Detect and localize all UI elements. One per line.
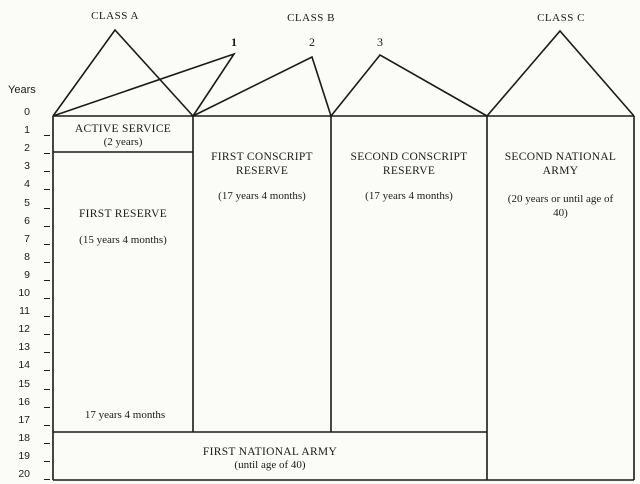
year-tick-7 <box>44 243 50 245</box>
second-national-duration: (20 years or until age of 40) <box>487 192 634 220</box>
year-label-2: 2 <box>24 142 30 155</box>
second-national-title-text: SECOND NATIONAL ARMY <box>504 151 617 177</box>
year-label-18: 18 <box>18 431 30 444</box>
class-b-wedge-3 <box>330 53 488 117</box>
first-conscript-duration: (17 years 4 months) <box>218 190 306 202</box>
subclass-1-label: 1 <box>231 35 237 49</box>
first-conscript-title: FIRST CONSCRIPT RESERVE <box>193 150 331 178</box>
class-c-label: CLASS C <box>537 12 585 24</box>
year-tick-14 <box>44 370 50 372</box>
second-national-title: SECOND NATIONAL ARMY <box>487 150 634 178</box>
second-conscript-title-text: SECOND CONSCRIPT RESERVE <box>350 151 468 177</box>
year-label-7: 7 <box>24 232 30 245</box>
first-reserve-title: FIRST RESERVE <box>78 208 168 220</box>
year-tick-20 <box>44 479 50 480</box>
class-b-label: CLASS B <box>287 12 335 24</box>
first-conscript-title-text: FIRST CONSCRIPT RESERVE <box>211 151 313 177</box>
year-tick-15 <box>44 388 50 390</box>
class-b-wedge-2 <box>192 55 332 117</box>
year-label-5: 5 <box>24 196 30 209</box>
first-reserve-duration: (15 years 4 months) <box>79 234 167 246</box>
year-label-9: 9 <box>24 268 30 281</box>
year-tick-6 <box>44 225 50 227</box>
year-label-0: 0 <box>24 106 30 118</box>
class-a-label: CLASS A <box>91 10 139 22</box>
year-label-6: 6 <box>24 214 30 227</box>
subclass-3-label: 3 <box>377 35 383 49</box>
year-tick-18 <box>44 442 50 444</box>
year-label-14: 14 <box>18 359 30 372</box>
year-label-15: 15 <box>18 377 30 390</box>
year-label-3: 3 <box>24 160 30 173</box>
year-tick-2 <box>44 153 50 155</box>
years-axis-title: Years <box>8 84 36 96</box>
year-label-13: 13 <box>18 341 30 354</box>
year-tick-1 <box>44 135 50 137</box>
year-tick-3 <box>44 171 50 173</box>
year-tick-16 <box>44 406 50 408</box>
subclass-2-label: 2 <box>309 35 315 49</box>
class-c-triangle <box>486 29 635 117</box>
year-tick-19 <box>44 460 50 462</box>
year-tick-17 <box>44 424 50 426</box>
class-b-wedge-1 <box>52 52 236 117</box>
year-tick-12 <box>44 334 50 336</box>
year-label-8: 8 <box>24 250 30 263</box>
first-reserve-total: 17 years 4 months <box>84 409 166 421</box>
first-national-title: FIRST NATIONAL ARMY <box>202 446 338 458</box>
active-service-duration: (2 years) <box>103 136 143 148</box>
year-label-16: 16 <box>18 395 30 408</box>
year-label-10: 10 <box>18 287 30 299</box>
year-label-17: 17 <box>18 413 30 426</box>
year-label-11: 11 <box>19 305 30 318</box>
year-label-1: 1 <box>24 124 30 137</box>
year-label-19: 19 <box>18 449 30 462</box>
year-tick-8 <box>44 261 50 263</box>
year-label-12: 12 <box>18 323 30 336</box>
active-service-title: ACTIVE SERVICE <box>74 123 172 135</box>
second-conscript-duration: (17 years 4 months) <box>365 190 453 202</box>
second-national-duration-text: (20 years or until age of 40) <box>507 193 614 219</box>
year-label-4: 4 <box>24 178 30 191</box>
class-a-triangle <box>52 28 194 117</box>
year-tick-4 <box>44 189 50 191</box>
year-tick-10 <box>44 298 50 299</box>
year-tick-5 <box>44 207 50 209</box>
year-label-20: 20 <box>18 468 30 480</box>
year-tick-9 <box>44 279 50 281</box>
year-tick-13 <box>44 352 50 354</box>
first-national-duration: (until age of 40) <box>234 459 306 471</box>
second-conscript-title: SECOND CONSCRIPT RESERVE <box>331 150 487 178</box>
year-tick-11 <box>44 316 50 318</box>
